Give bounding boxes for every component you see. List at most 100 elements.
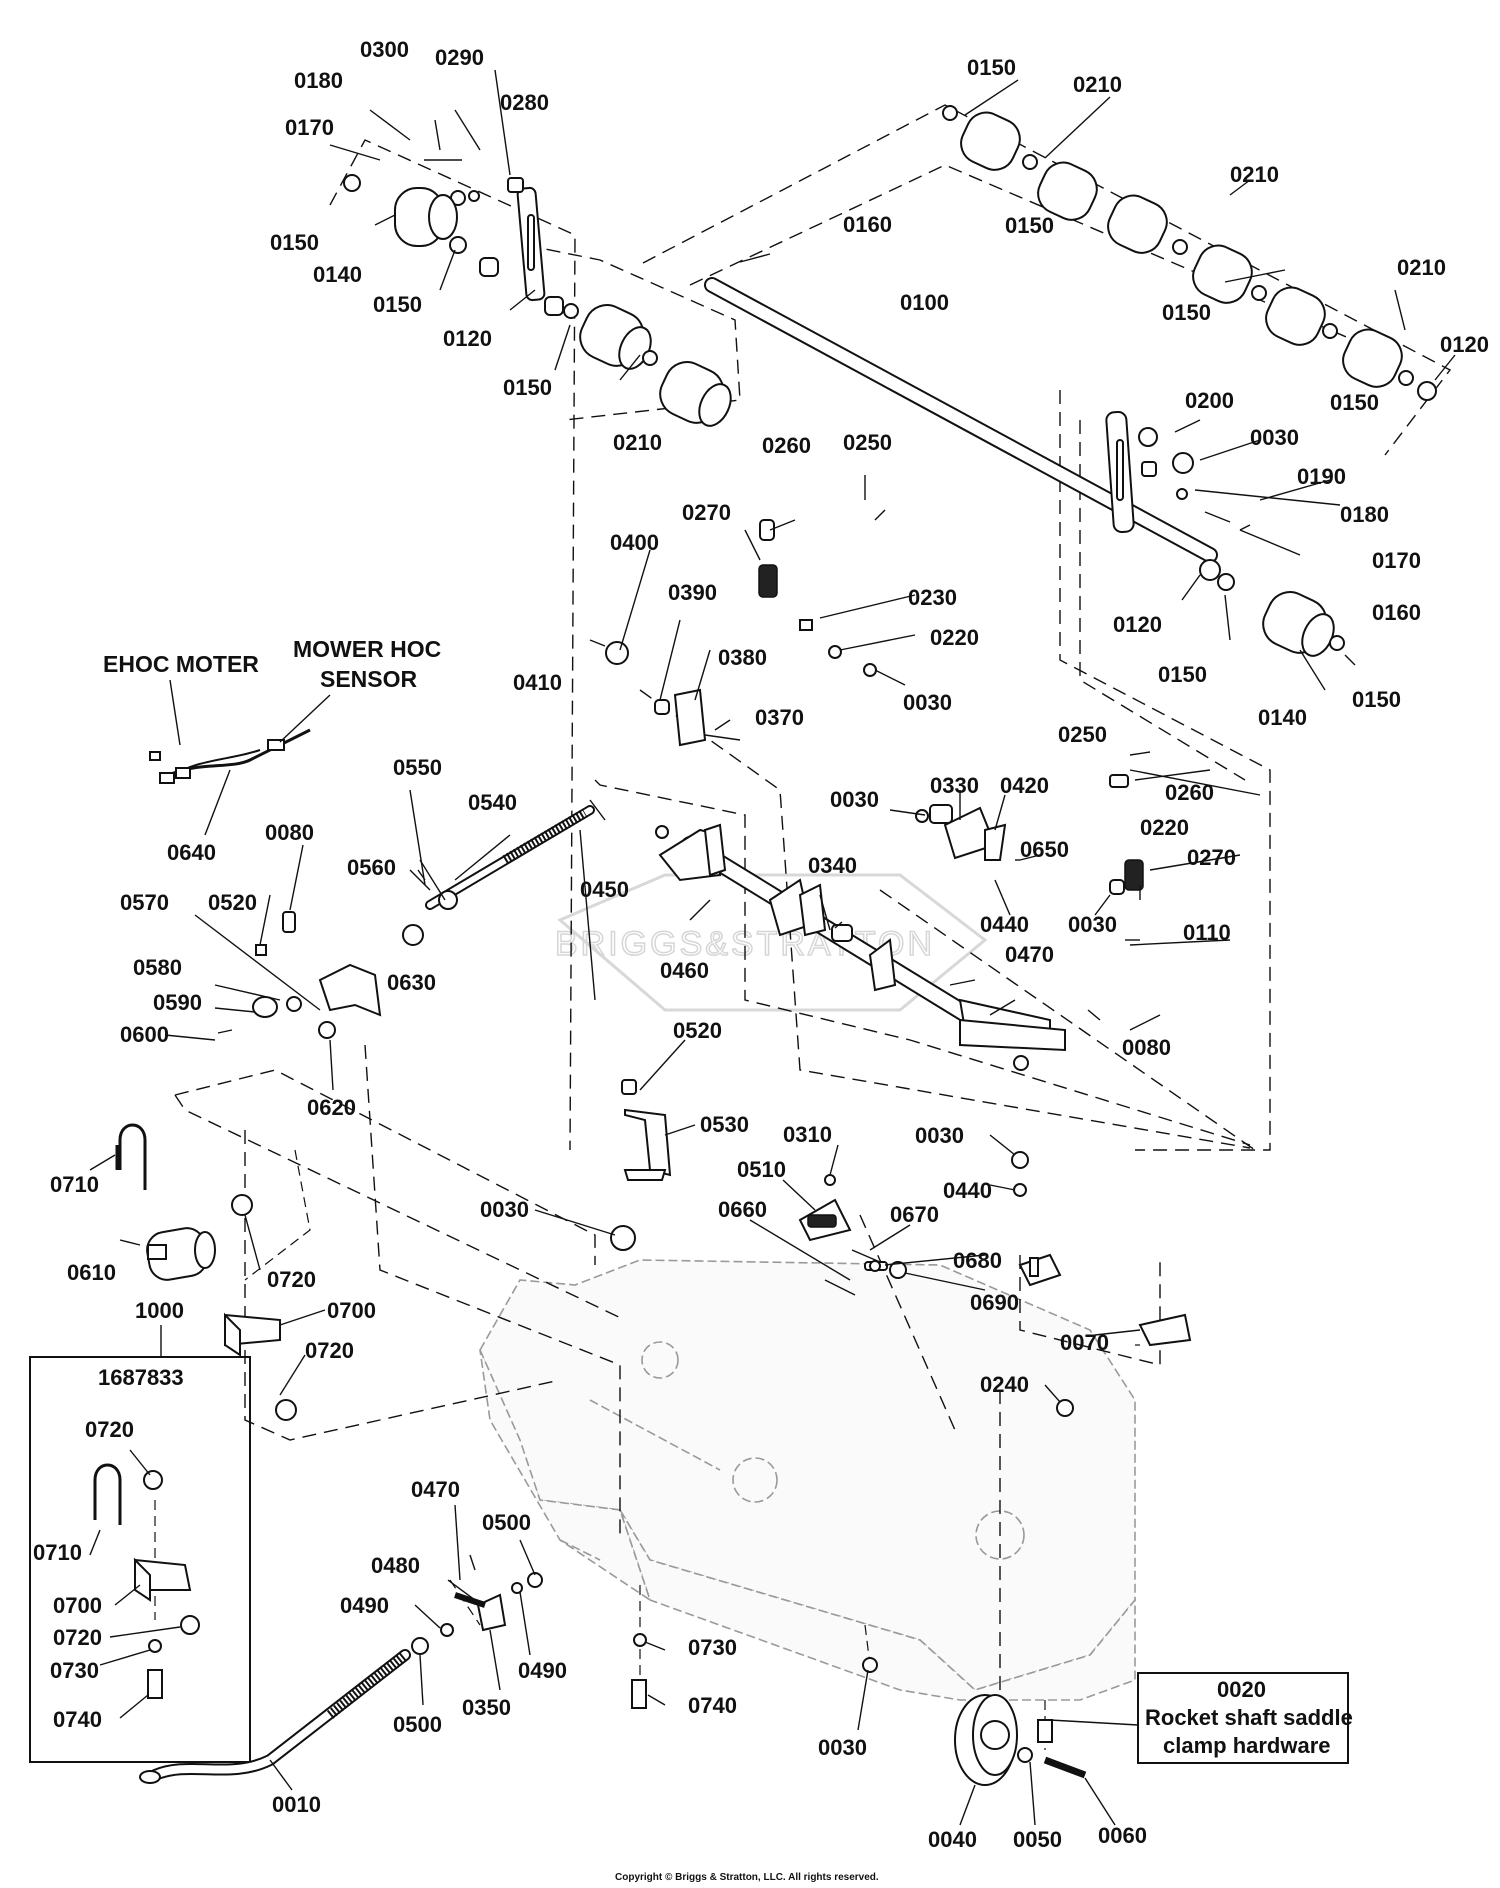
hoc-sensor-label-line2: SENSOR — [320, 666, 418, 692]
label-0580: 0580 — [133, 955, 182, 980]
label-0060: 0060 — [1098, 1823, 1147, 1848]
ehoc-motor-label: EHOC MOTER — [103, 651, 259, 677]
label-0710: 0710 — [50, 1172, 99, 1197]
label-0180: 0180 — [1340, 502, 1389, 527]
label-0140: 0140 — [1258, 705, 1307, 730]
label-0150: 0150 — [373, 292, 422, 317]
label-0010: 0010 — [272, 1792, 321, 1817]
label-0170: 0170 — [285, 115, 334, 140]
label-0230: 0230 — [908, 585, 957, 610]
label-0070: 0070 — [1060, 1330, 1109, 1355]
bracket-0530-group — [610, 1079, 907, 1296]
label-0700: 0700 — [53, 1593, 102, 1618]
label-0240: 0240 — [980, 1372, 1029, 1397]
label-0700: 0700 — [327, 1298, 376, 1323]
wiring-harness — [149, 728, 311, 784]
label-0610: 0610 — [67, 1260, 116, 1285]
label-0380: 0380 — [718, 645, 767, 670]
deck-bolt-hardware — [631, 1633, 878, 1709]
label-0180: 0180 — [294, 68, 343, 93]
label-0140: 0140 — [313, 262, 362, 287]
mower-deck — [479, 1259, 1136, 1701]
label-0470: 0470 — [411, 1477, 460, 1502]
label-0170: 0170 — [1372, 548, 1421, 573]
note-box-line2: clamp hardware — [1163, 1733, 1331, 1758]
label-0250: 0250 — [1058, 722, 1107, 747]
label-0710: 0710 — [33, 1540, 82, 1565]
label-0110: 0110 — [1183, 920, 1231, 945]
label-0040: 0040 — [928, 1827, 977, 1852]
label-0370: 0370 — [755, 705, 804, 730]
kit-1000-box — [29, 1325, 251, 1763]
label-0030: 0030 — [480, 1197, 529, 1222]
label-0490: 0490 — [340, 1593, 389, 1618]
label-0640: 0640 — [167, 840, 216, 865]
label-0120: 0120 — [1440, 332, 1489, 357]
label-0720: 0720 — [85, 1417, 134, 1442]
label-0660: 0660 — [718, 1197, 767, 1222]
label-0620: 0620 — [307, 1095, 356, 1120]
label-0150: 0150 — [503, 375, 552, 400]
label-0440: 0440 — [980, 912, 1029, 937]
right-deck-hardware — [1011, 1151, 1192, 1417]
label-0210: 0210 — [613, 430, 662, 455]
label-0050: 0050 — [1013, 1827, 1062, 1852]
left-roller-assembly — [343, 159, 732, 427]
label-0160: 0160 — [1372, 600, 1421, 625]
label-0390: 0390 — [668, 580, 717, 605]
label-0340: 0340 — [808, 853, 857, 878]
label-0490: 0490 — [518, 1658, 567, 1683]
label-0030: 0030 — [830, 787, 879, 812]
note-box-number: 0020 — [1217, 1677, 1266, 1702]
kit-box-title: 1687833 — [98, 1365, 184, 1390]
label-0600: 0600 — [120, 1022, 169, 1047]
label-0460: 0460 — [660, 958, 709, 983]
note-box-line1: Rocket shaft saddle — [1145, 1705, 1353, 1730]
main-shaft — [704, 253, 1345, 657]
label-0250: 0250 — [843, 430, 892, 455]
copyright-notice: Copyright © Briggs & Stratton, LLC. All … — [615, 1872, 879, 1883]
hoc-sensor-label-line1: MOWER HOC — [293, 636, 441, 662]
label-0150: 0150 — [1162, 300, 1211, 325]
label-0100: 0100 — [900, 290, 949, 315]
label-0030: 0030 — [903, 690, 952, 715]
label-0720: 0720 — [53, 1625, 102, 1650]
label-0730: 0730 — [688, 1635, 737, 1660]
label-0210: 0210 — [1397, 255, 1446, 280]
label-0410: 0410 — [513, 670, 562, 695]
label-0570: 0570 — [120, 890, 169, 915]
label-0080: 0080 — [1122, 1035, 1171, 1060]
label-0030: 0030 — [1250, 425, 1299, 450]
label-0630: 0630 — [387, 970, 436, 995]
label-0470: 0470 — [1005, 942, 1054, 967]
label-0530: 0530 — [700, 1112, 749, 1137]
label-0690: 0690 — [970, 1290, 1019, 1315]
left-shaft-assembly — [217, 805, 595, 1039]
lift-rod-assembly — [139, 1554, 543, 1784]
label-0270: 0270 — [1187, 845, 1236, 870]
label-0210: 0210 — [1073, 72, 1122, 97]
label-0080: 0080 — [265, 820, 314, 845]
label-0500: 0500 — [482, 1510, 531, 1535]
label-0680: 0680 — [953, 1248, 1002, 1273]
label-0120: 0120 — [443, 326, 492, 351]
label-0210: 0210 — [1230, 162, 1279, 187]
label-0150: 0150 — [967, 55, 1016, 80]
label-0280: 0280 — [500, 90, 549, 115]
label-0330: 0330 — [930, 773, 979, 798]
label-0720: 0720 — [305, 1338, 354, 1363]
label-0590: 0590 — [153, 990, 202, 1015]
right-roller-assembly — [942, 105, 1437, 401]
harness-callouts: EHOC MOTER MOWER HOC SENSOR — [103, 636, 441, 836]
label-0510: 0510 — [737, 1157, 786, 1182]
label-0030: 0030 — [1068, 912, 1117, 937]
label-0650: 0650 — [1020, 837, 1069, 862]
part-labels: 0300 0290 0180 0280 0170 0150 0140 0150 … — [33, 37, 1489, 1852]
label-0670: 0670 — [890, 1202, 939, 1227]
label-0260: 0260 — [1165, 780, 1214, 805]
label-0150: 0150 — [1330, 390, 1379, 415]
label-0350: 0350 — [462, 1695, 511, 1720]
label-0560: 0560 — [347, 855, 396, 880]
label-0550: 0550 — [393, 755, 442, 780]
